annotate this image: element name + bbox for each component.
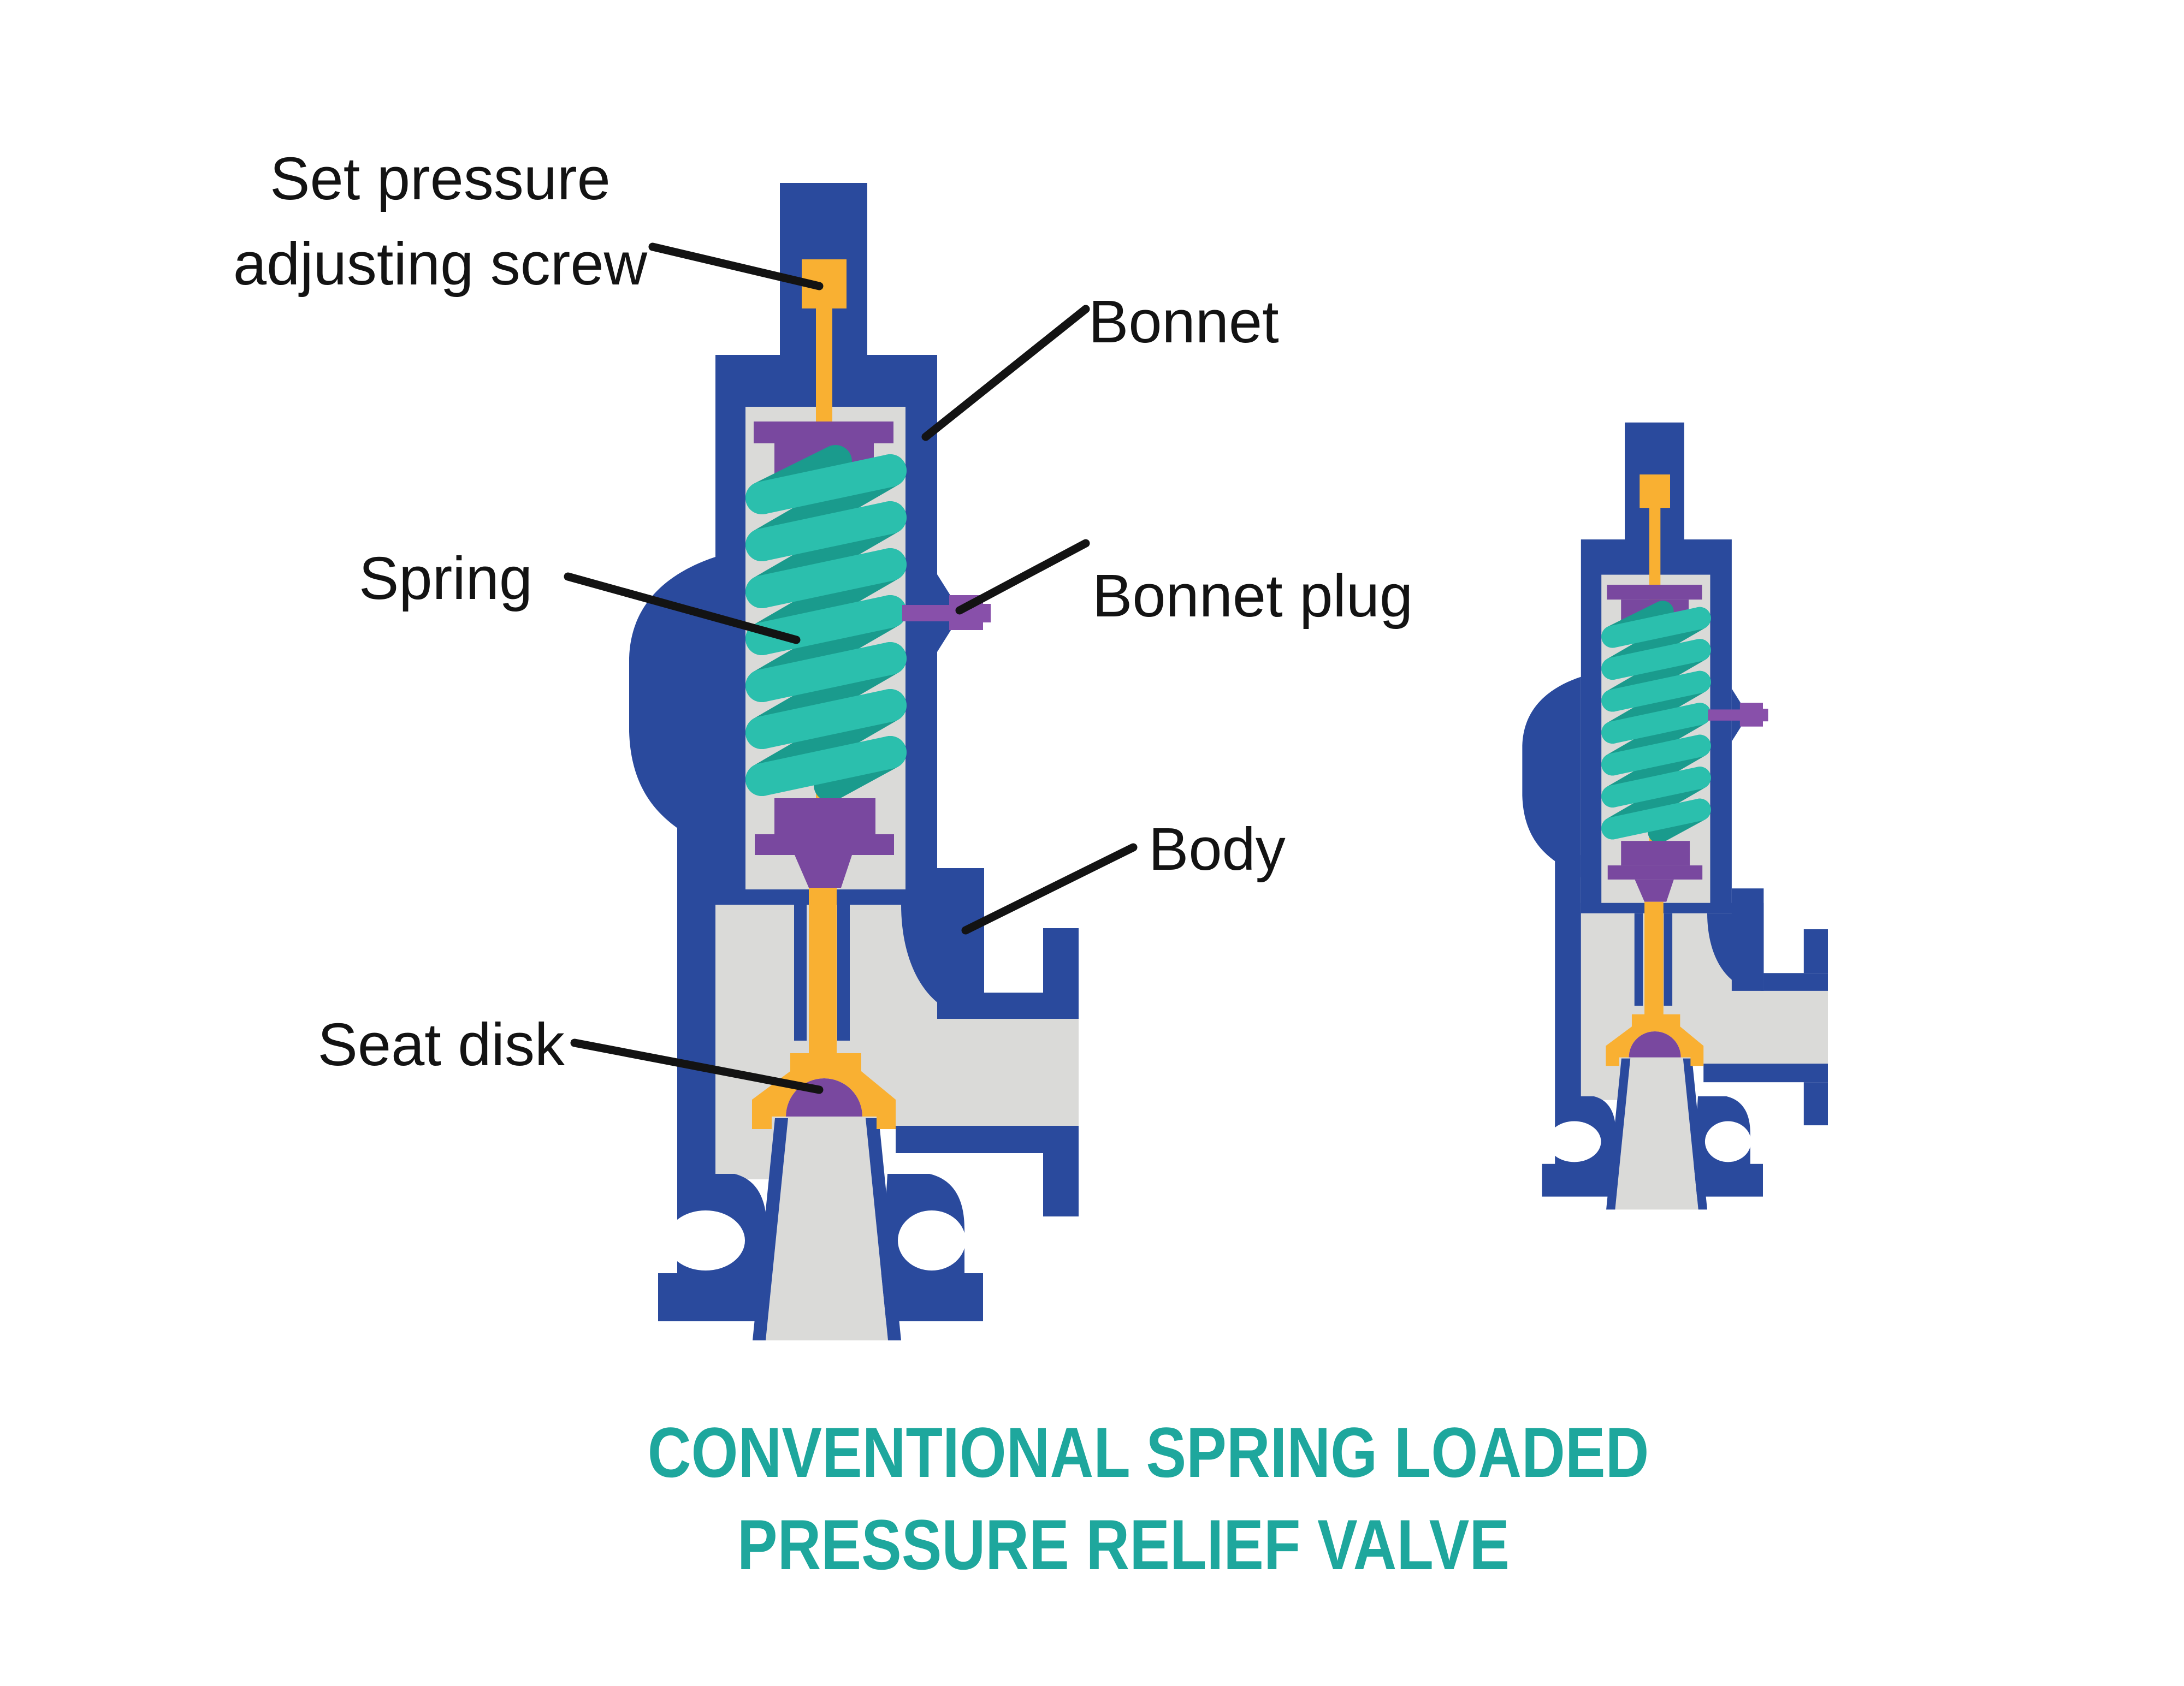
label-line: adjusting screw [233, 230, 648, 298]
valve-large [629, 183, 1079, 1340]
leader-bonnet-plug [955, 539, 1090, 615]
label-line: Set pressure [270, 145, 611, 212]
label-spring: Spring [359, 545, 532, 612]
label-bonnet-plug: Bonnet plug [1092, 562, 1413, 630]
leader-spring [564, 572, 801, 644]
label-seat-disk: Seat disk [317, 1011, 565, 1078]
label-body: Body [1149, 816, 1286, 883]
leader-seat-disk [570, 1038, 824, 1094]
diagram-title-line-1: CONVENTIONAL SPRING LOADED [647, 1412, 1649, 1492]
leader-body [961, 843, 1138, 935]
diagram-title: CONVENTIONAL SPRING LOADED PRESSURE RELI… [647, 1406, 1649, 1591]
label-set-pressure-adjusting-screw: Set pressure adjusting screw [222, 136, 659, 307]
label-bonnet: Bonnet [1088, 288, 1279, 355]
leader-bonnet [921, 305, 1090, 441]
valve-small [1522, 423, 1828, 1210]
leader-lines [564, 242, 1138, 1094]
leader-set-pressure-screw [648, 242, 824, 290]
diagram-title-line-2: PRESSURE RELIEF VALVE [737, 1505, 1510, 1584]
